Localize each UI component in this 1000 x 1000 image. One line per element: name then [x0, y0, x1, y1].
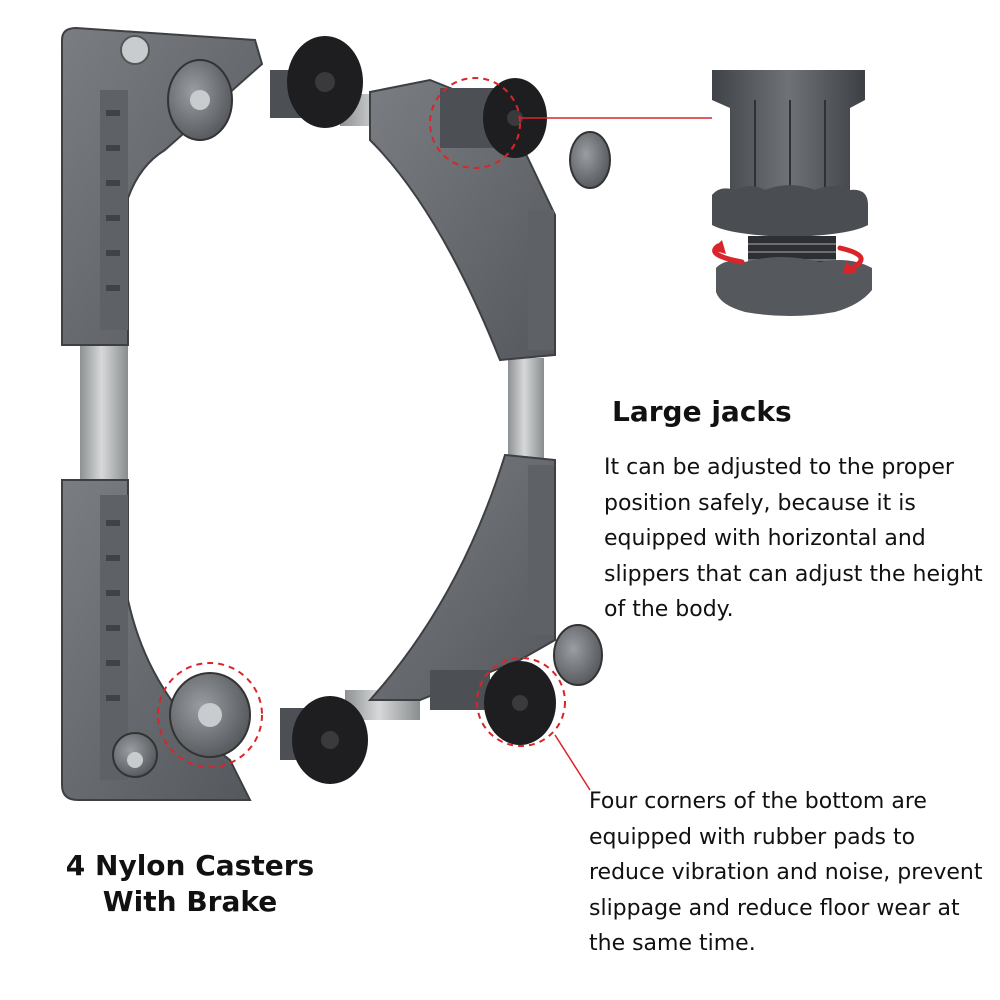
jack-detail-inset — [712, 70, 872, 316]
callout-markers — [157, 77, 712, 791]
jacks-title: Large jacks — [612, 395, 792, 428]
casters-title-line2: With Brake — [102, 885, 278, 918]
caster-wheel-icon — [112, 35, 611, 778]
jacks-description: It can be adjusted to the proper positio… — [604, 455, 983, 622]
casters-title: 4 Nylon Casters With Brake — [40, 848, 340, 920]
jack-foot-icon — [270, 36, 556, 784]
casters-title-line1: 4 Nylon Casters — [65, 849, 315, 882]
rubber-pads-description: Four corners of the bottom are equipped … — [589, 789, 983, 956]
